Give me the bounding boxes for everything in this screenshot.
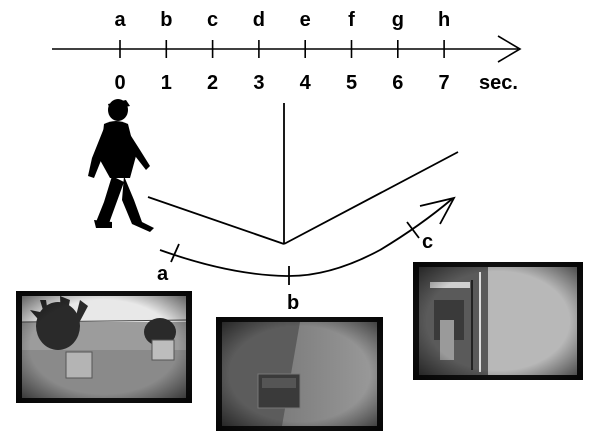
path-label-c: c [422, 231, 433, 253]
path-label-a: a [157, 263, 169, 285]
timeline-letter-label: d [253, 9, 265, 31]
timeline-letter-label: f [348, 9, 355, 31]
trajectory-arrowhead [419, 196, 456, 225]
timeline-letter-label: h [438, 9, 450, 31]
trajectory [159, 196, 456, 285]
photo-a [16, 291, 192, 403]
timeline-number-label: 2 [207, 72, 218, 94]
timeline-letter-label: a [114, 9, 126, 31]
scan-lines [147, 103, 459, 245]
timeline: a 0 b 1 c 2 d 3 e 4 f 5 g 6 h 7 sec. [52, 9, 522, 94]
walking-person-icon [88, 99, 154, 232]
timeline-number-label: 7 [439, 72, 450, 94]
trajectory-mark-c [406, 221, 420, 239]
timeline-number-label: 6 [392, 72, 403, 94]
photo-b [216, 317, 383, 431]
timeline-number-label: 4 [300, 72, 312, 94]
timeline-letter-label: e [300, 9, 311, 31]
timeline-ticks: a 0 b 1 c 2 d 3 e 4 f 5 g 6 h 7 [114, 9, 450, 94]
trajectory-curve [159, 198, 453, 277]
timeline-number-label: 1 [161, 72, 172, 94]
path-label-b: b [287, 292, 299, 314]
timeline-number-label: 5 [346, 72, 357, 94]
timeline-letter-label: b [160, 9, 172, 31]
timeline-letter-label: c [207, 9, 218, 31]
timeline-letter-label: g [392, 9, 404, 31]
timeline-unit: sec. [479, 72, 518, 94]
photo-c [413, 262, 583, 380]
trajectory-mark-a [170, 243, 180, 263]
timeline-number-label: 3 [253, 72, 264, 94]
timeline-arrowhead [497, 35, 522, 63]
timeline-number-label: 0 [114, 72, 125, 94]
